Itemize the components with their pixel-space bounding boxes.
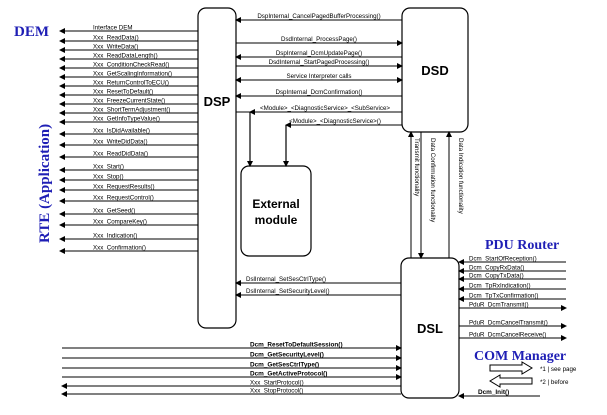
dsd-dsl-label: Transmit functionality [413,138,420,197]
dsd-dsl-label: Data Indication functionality [457,138,464,215]
left-call-label: Xxx_ConditionCheckRead() [93,62,169,69]
dsp-dsd-label: DspInternal_DcmConfirmation() [276,89,363,96]
left-call-label: Xxx_RequestControl() [93,195,154,202]
left-call-label: Xxx_IsDidAvailable() [93,128,150,135]
dsp-dsd-calls: DspInternal_CancelPagedBufferProcessing(… [235,13,403,128]
dsp-dsd-label: DsdInternal_StartPagedProcessing() [269,59,370,66]
pdu-call-label: Dcm_CopyRxData() [469,265,524,272]
dcm-init-label: Dcm_Init() [478,389,509,396]
left-call-label: Xxx_GetScalingInformation() [93,71,172,78]
legend-arrow-left [489,374,533,388]
service-call-label: <Module>_<DiagnosticService>() [289,118,381,125]
com-call-label: PduR_DcmCancelReceive() [469,332,546,339]
bottom-call-label: Dcm_GetSesCtrlType() [250,362,319,369]
bottom-call-label: Xxx_StopProtocol() [250,388,303,395]
dsp-dsd-label: DspInternal_CancelPagedBufferProcessing(… [257,13,380,20]
left-call-label: Xxx_Start() [93,164,124,171]
dsp-title: DSP [204,94,231,109]
pdu-call-label: Dcm_CopyTxData() [469,273,524,280]
dsp-dsl-label: DslInternal_SetSesCtrlType() [246,276,326,283]
left-call-label: Xxx_Confirmation() [93,245,146,252]
left-call-label: Xxx_WriteDidData() [93,139,148,146]
left-call-label: Xxx_RequestResults() [93,184,155,191]
left-call-label: Xxx_CompareKey() [93,219,147,226]
external-module-links [236,111,289,167]
external-module-title-line2: module [255,213,298,227]
left-call-label: Interface DEM [93,25,133,32]
left-call-label: Xxx_ReturnControlToECU() [93,80,169,87]
dsd-title: DSD [421,63,448,78]
left-call-label: Xxx_GetSeed() [93,208,135,215]
pdu-call-label: Dcm_StartOfReception() [469,256,537,263]
com-call-label: PduR_DcmCancelTransmit() [469,320,548,327]
dsd-dsl-links: Data Confirmation functionality Transmit … [408,131,464,259]
section-pdu-router: PDU Router [485,238,559,253]
left-call-label: Xxx_Stop() [93,174,124,181]
legend-note-1: *1 | see page [540,366,577,373]
left-call-label: Xxx_Indication() [93,233,137,240]
dsp-dsd-label: Service Interpreter calls [287,73,352,80]
external-module-box [240,165,312,257]
dsl-title: DSL [417,321,443,336]
bottom-call-label: Dcm_GetActiveProtocol() [250,371,327,378]
legend-note-2: *2 | before [540,379,569,386]
pdu-call-label: Dcm_TpTxConfirmation() [469,293,538,300]
pdu-router-calls: Dcm_StartOfReception()Dcm_CopyRxData()Dc… [458,256,567,311]
left-call-label: Xxx_ReadDidData() [93,151,148,158]
dsp-dsl-label: DslInternal_SetSecurityLevel() [246,288,330,295]
section-com-manager: COM Manager [474,349,566,364]
external-module-title-line1: External [252,197,299,211]
dsp-dsd-label: DspInternal_DcmUpdatePage() [276,50,362,57]
dsd-dsl-label: Data Confirmation functionality [429,138,436,223]
section-rte: RTE (Application) [37,124,53,243]
dsp-dsl-calls: DslInternal_SetSesCtrlType() DslInternal_… [235,276,401,298]
pdu-call-label: PduR_DcmTransmit() [469,302,529,309]
dsd-box [401,7,469,133]
left-call-label: Xxx_FreezeCurrentState() [93,98,165,105]
section-dem: DEM [14,24,49,40]
pdu-call-label: Dcm_TpRxIndication() [469,283,531,290]
left-call-label: Xxx_ReadDataLength() [93,53,158,60]
dsl-box [400,257,460,399]
bottom-call-label: Xxx_StartProtocol() [250,380,304,387]
left-call-label: Xxx_ResetToDefault() [93,89,153,96]
left-call-label: Xxx_GetInfoTypeValue() [93,116,160,123]
left-call-label: Xxx_ShortTermAdjustment() [93,107,170,114]
dsp-dsd-label: DsdInternal_ProcessPage() [281,36,357,43]
bottom-call-label: Dcm_ResetToDefaultSession() [250,342,343,349]
bottom-call-label: Dcm_GetSecurityLevel() [250,352,324,359]
legend-arrow-right [489,361,533,375]
bottom-calls: Dcm_ResetToDefaultSession() Dcm_GetSecuri… [61,342,402,397]
left-call-label: Xxx_ReadData() [93,35,139,42]
rte-dem-calls: Interface DEM Xxx_ReadData() Xxx_WriteData… [59,25,198,254]
left-call-label: Xxx_WriteData() [93,44,138,51]
com-manager-calls: PduR_DcmCancelTransmit() PduR_DcmCancelRe… [459,320,567,341]
service-call-label: <Module>_<DiagnosticService>_<SubService… [260,105,390,112]
dsp-box [197,7,237,329]
